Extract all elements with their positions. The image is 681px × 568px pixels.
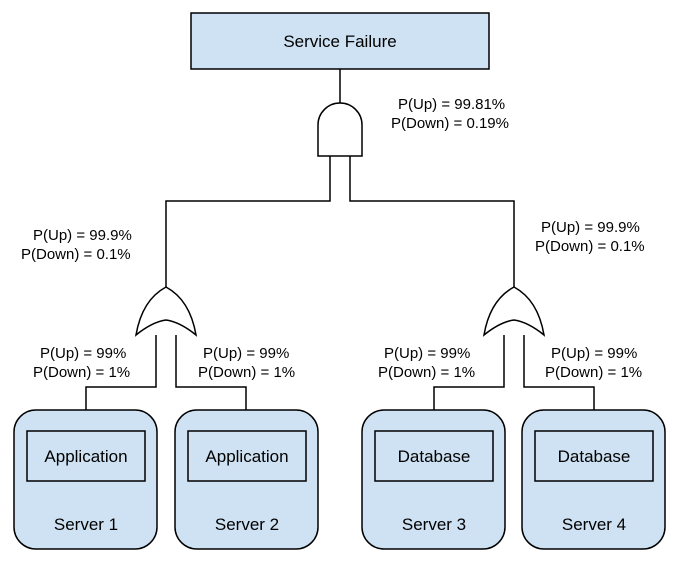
server-3-node: Database Server 3 (361, 409, 506, 550)
server-4-component-box (534, 430, 654, 482)
wire-and-right (349, 156, 515, 287)
server-1-name: Server 1 (54, 515, 118, 534)
server-2-component-box (187, 430, 307, 482)
connectors (85, 69, 595, 410)
server-4-node: Database Server 4 (521, 409, 666, 550)
wire-server2 (175, 335, 247, 410)
and-gate-p-up: P(Up) = 99.81% (398, 96, 505, 113)
right-or-gate (482, 286, 546, 337)
left-or-gate-shape (134, 286, 198, 337)
wire-and-left (165, 156, 331, 287)
and-gate-shape (317, 102, 363, 157)
server-4-name: Server 4 (562, 515, 626, 534)
server-2-name: Server 2 (215, 515, 279, 534)
top-event-label: Service Failure (283, 32, 396, 51)
server1-p-down: P(Down) = 1% (33, 364, 130, 381)
server3-p-up: P(Up) = 99% (384, 345, 470, 362)
server-2-component-label: Application (205, 447, 288, 466)
server-3-component-label: Database (398, 447, 471, 466)
and-gate-p-down: P(Down) = 0.19% (391, 115, 509, 132)
and-gate (317, 102, 363, 157)
left-or-gate-p-up: P(Up) = 99.9% (33, 227, 132, 244)
server-1-node: Application Server 1 (13, 409, 158, 550)
wire-server1 (85, 335, 157, 410)
server-2-node: Application Server 2 (174, 409, 319, 550)
server2-p-up: P(Up) = 99% (203, 345, 289, 362)
wire-server3 (433, 335, 505, 410)
right-or-gate-shape (482, 286, 546, 337)
server-4-component-label: Database (558, 447, 631, 466)
server2-p-down: P(Down) = 1% (198, 364, 295, 381)
server-1-component-box (26, 430, 146, 482)
server1-p-up: P(Up) = 99% (40, 345, 126, 362)
server-3-name: Server 3 (402, 515, 466, 534)
top-event-box (190, 12, 490, 70)
server-3-component-box (374, 430, 494, 482)
server4-p-up: P(Up) = 99% (551, 345, 637, 362)
left-or-gate (134, 286, 198, 337)
top-event: Service Failure (190, 12, 490, 70)
server4-p-down: P(Down) = 1% (545, 364, 642, 381)
right-or-gate-p-down: P(Down) = 0.1% (535, 238, 645, 255)
server3-p-down: P(Down) = 1% (378, 364, 475, 381)
server-1-component-label: Application (44, 447, 127, 466)
wire-server4 (523, 335, 595, 410)
right-or-gate-p-up: P(Up) = 99.9% (541, 219, 640, 236)
left-or-gate-p-down: P(Down) = 0.1% (21, 246, 131, 263)
